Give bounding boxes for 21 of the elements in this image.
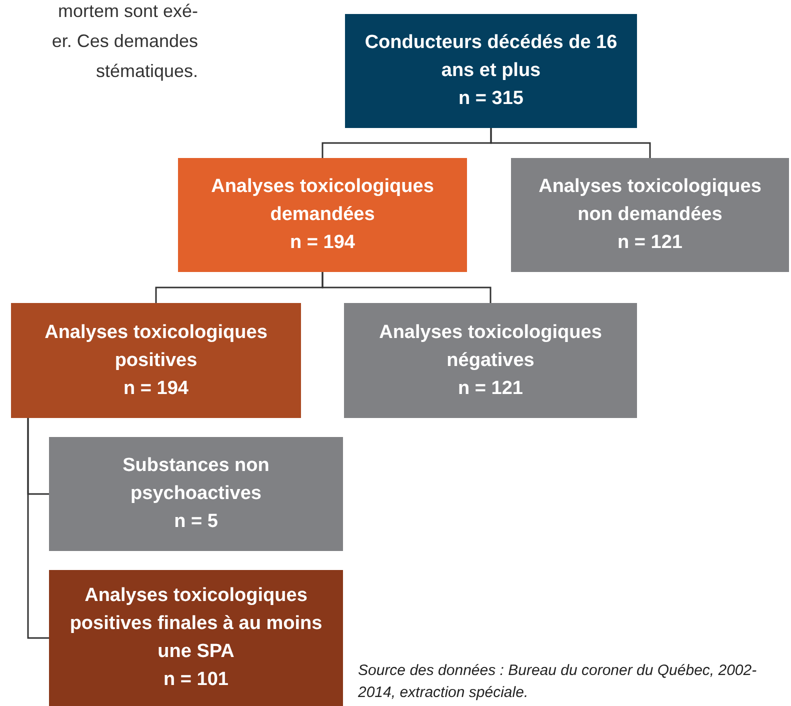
- body-text: mortem sont exé-: [58, 0, 198, 23]
- count-text: n = 101: [164, 668, 228, 692]
- body-text: stématiques.: [96, 60, 198, 83]
- connector-line: [27, 418, 49, 639]
- source-note: Source des données : Bureau du coroner du Québec, 2002-2014, extraction spéciale.: [358, 661, 758, 703]
- flowchart-box: [178, 158, 467, 272]
- flowchart-box: [49, 570, 343, 706]
- flowchart-box: [345, 14, 637, 128]
- count-text: n = 121: [618, 231, 682, 255]
- count-text: n = 315: [458, 87, 524, 111]
- count-text: n = 5: [174, 510, 218, 534]
- count-text: n = 194: [290, 231, 355, 255]
- flowchart-box: [49, 437, 343, 551]
- flowchart-box: [511, 158, 789, 272]
- count-text: n = 121: [458, 376, 523, 400]
- flowchart-box: [344, 303, 637, 418]
- flowchart-box: [11, 303, 301, 418]
- connector-line: [322, 272, 492, 303]
- connector-line: [490, 128, 651, 158]
- body-text: er. Ces demandes: [52, 30, 198, 53]
- count-text: n = 194: [124, 376, 188, 400]
